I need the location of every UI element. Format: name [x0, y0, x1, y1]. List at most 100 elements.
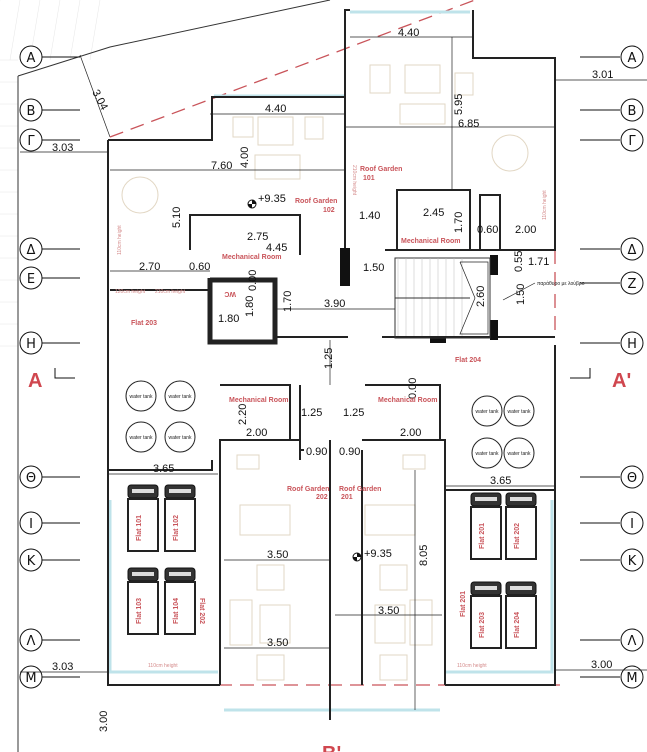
plan-label: water tank	[129, 394, 153, 400]
plan-label: 0.55	[513, 251, 525, 272]
plan-label: 3.65	[490, 475, 511, 487]
room-label: Flat 203	[131, 320, 157, 327]
plan-label: 4.40	[398, 27, 419, 39]
water-tank	[125, 380, 157, 412]
water-tank	[125, 421, 157, 453]
overhang-line	[109, 0, 476, 138]
grid-axis-label: Κ	[27, 554, 36, 569]
plan-label: 3.50	[267, 549, 288, 561]
grid-axis-bubble	[620, 511, 644, 535]
plan-label: 1.25	[301, 407, 322, 419]
grid-axis-bubble	[620, 665, 644, 689]
grid-axis-label: Θ	[627, 471, 637, 486]
plan-label: water tank	[129, 435, 153, 441]
plan-label: 1.80	[218, 313, 239, 325]
grid-axis-label: Γ	[628, 134, 636, 149]
grid-axis-bubble	[620, 465, 644, 489]
solar-heater: Flat 101	[127, 484, 159, 552]
plan-label: Flat 204	[514, 612, 521, 638]
plan-label: water tank	[168, 394, 192, 400]
grid-axis-label: Λ	[628, 634, 637, 649]
plan-label: 0.60	[189, 261, 210, 273]
room-label: Flat 201	[460, 591, 467, 617]
plan-label: 1.70	[282, 291, 294, 312]
plan-label: 202	[316, 494, 328, 501]
solar-heater: Flat 204	[505, 581, 537, 649]
grid-axis-label: Γ	[27, 134, 35, 149]
grid-axis-label: Μ	[626, 671, 637, 686]
plan-label: water tank	[507, 409, 531, 415]
grid-axis-label: Ζ	[628, 277, 637, 292]
plan-label: 210cm height	[155, 289, 186, 295]
plan-label: 120cm height	[115, 289, 146, 295]
plan-label: Flat 101	[136, 515, 143, 541]
room-label: Flat 204	[455, 357, 481, 364]
grid-axis-bubble	[19, 665, 43, 689]
room-label: Roof Garden	[339, 486, 381, 493]
plan-label: 3.01	[592, 69, 613, 81]
plan-label: 2.70	[139, 261, 160, 273]
dimensions: 4.40 3.01 3.04 5.95 4.40 6.85 4.00 7.60 …	[20, 27, 647, 732]
water-tank	[164, 421, 196, 453]
plan-label: 4.40	[265, 103, 286, 115]
water-tank	[471, 437, 503, 469]
room-label: Roof Garden	[287, 486, 329, 493]
column	[430, 337, 446, 343]
grid-axis-label: Ι	[630, 517, 634, 532]
plan-label: water tank	[475, 451, 499, 457]
plan-label: 0.00	[247, 270, 259, 291]
window-note: παράθυρο με λούβρο	[537, 280, 585, 287]
room-labels: Roof Garden 101 Roof Garden 102 Mechanic…	[115, 165, 585, 669]
water-tanks: water tank water tank water tank water tank…	[125, 380, 535, 469]
water-tank	[503, 437, 535, 469]
grid-axis-bubble	[19, 628, 43, 652]
level-marker: +9.35	[352, 548, 392, 562]
grid-axis-bubble	[19, 465, 43, 489]
room-label: Mechanical Room	[378, 397, 438, 404]
plan-label: 3.65	[153, 463, 174, 475]
plan-label: 8.05	[418, 545, 430, 566]
plan-label: Flat 103	[136, 598, 143, 624]
section-mark-b-prime: B'	[322, 743, 341, 752]
grid-axis-bubble	[19, 331, 43, 355]
solar-heater: Flat 103	[127, 567, 159, 635]
staircase	[394, 257, 491, 339]
plan-label: 1.50	[363, 262, 384, 274]
plan-label: 3.04	[89, 88, 110, 113]
column	[490, 320, 498, 340]
grid-axis-bubble	[19, 548, 43, 572]
site-grid	[0, 0, 101, 347]
grid-axis-bubble	[19, 98, 43, 122]
walls	[107, 9, 556, 720]
grid-axis-label: Α	[628, 51, 637, 66]
plan-label: 5.95	[453, 94, 465, 115]
plan-label: 2.00	[246, 427, 267, 439]
grid-axis-bubble	[620, 331, 644, 355]
furniture	[121, 64, 529, 681]
plan-label: 3.03	[52, 142, 73, 154]
plan-label: 0.00	[407, 378, 419, 399]
plan-label: +9.35	[364, 548, 392, 560]
plan-label: 0.90	[339, 446, 360, 458]
grid-axis-bubble	[19, 266, 43, 290]
plan-label: Flat 202	[514, 523, 521, 549]
plan-label: 1.70	[453, 212, 465, 233]
plan-label: Flat 203	[479, 612, 486, 638]
grid-axis-bubble	[620, 271, 644, 295]
grid-axis-label: Θ	[26, 471, 36, 486]
plan-label: 1.80	[244, 296, 256, 317]
grid-axis-bubble	[620, 98, 644, 122]
plan-label: 3.00	[591, 659, 612, 671]
plan-label: 4.00	[239, 147, 251, 168]
grid-axis-label: Μ	[25, 671, 36, 686]
grid-axis-bubble	[19, 237, 43, 261]
plan-label: 4.45	[266, 242, 287, 254]
plan-label: 7.60	[211, 160, 232, 172]
solar-heater: Flat 201	[470, 492, 502, 560]
room-label: Flat 202	[198, 598, 205, 624]
plan-label: Flat 102	[173, 515, 180, 541]
plan-label: 2.00	[400, 427, 421, 439]
